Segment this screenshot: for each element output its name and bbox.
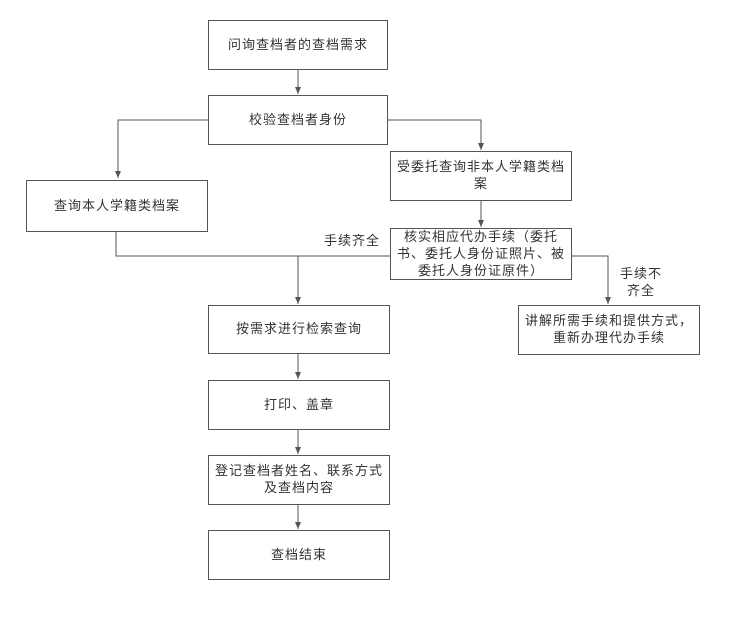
node-ask-needs: 问询查档者的查档需求 bbox=[208, 20, 388, 70]
edge-verify-to-self bbox=[115, 119, 208, 178]
node-search-by-needs: 按需求进行检索查询 bbox=[208, 305, 390, 354]
node-print-stamp: 打印、盖章 bbox=[208, 380, 390, 430]
node-explain-procedures: 讲解所需手续和提供方式，重新办理代办手续 bbox=[518, 305, 700, 355]
node-register: 登记查档者姓名、联系方式及查档内容 bbox=[208, 455, 390, 505]
node-verify-identity: 校验查档者身份 bbox=[208, 95, 388, 145]
edge-check-to-explain bbox=[571, 255, 611, 304]
node-entrusted-query: 受委托查询非本人学籍类档案 bbox=[390, 151, 572, 201]
node-end: 查档结束 bbox=[208, 530, 390, 580]
edge-label-incomplete: 手续不齐全 bbox=[619, 267, 662, 299]
edge-label-complete: 手续齐全 bbox=[323, 234, 380, 249]
node-query-self: 查询本人学籍类档案 bbox=[26, 180, 208, 232]
edge-self-merge bbox=[115, 232, 390, 257]
edge-verify-to-entrusted bbox=[388, 119, 484, 150]
node-check-procedures: 核实相应代办手续（委托书、委托人身份证照片、被委托人身份证原件） bbox=[390, 228, 572, 280]
